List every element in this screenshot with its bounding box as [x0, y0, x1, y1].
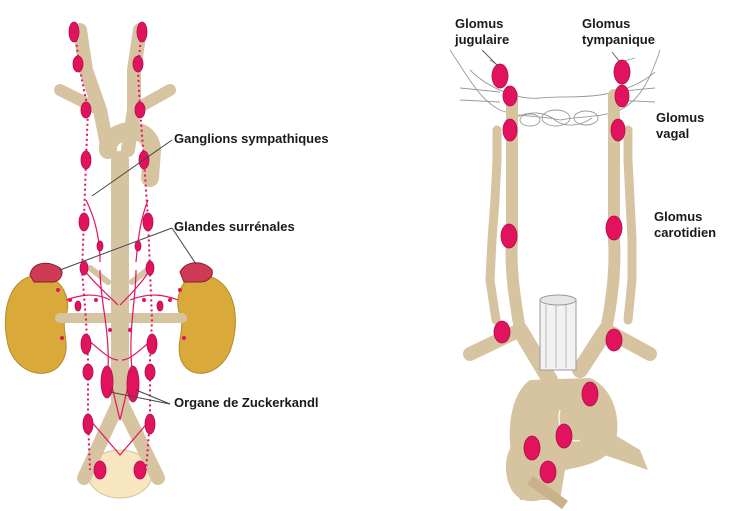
label-glomus-tympanique-line1: Glomus: [582, 16, 631, 31]
paraganglion: [581, 381, 599, 407]
right-kidney: [177, 274, 236, 374]
label-glomus-vagal-line1: Glomus: [656, 110, 705, 125]
glomus-carotidien-left: [500, 223, 518, 249]
left-adrenal-gland: [29, 262, 63, 283]
label-organe-de-zuckerkandl: Organe de Zuckerkandl: [174, 395, 319, 410]
glomus-carotidien-right: [605, 215, 623, 241]
label-glomus-jugulaire-line1: Glomus: [455, 16, 504, 31]
left-leader-lines: [59, 139, 197, 405]
skull-base-outline: [449, 49, 661, 127]
glomus-vagal-left: [502, 118, 518, 142]
zuckerkandl-organ-left: [100, 365, 114, 399]
glomus-jugulaire-body-lower: [502, 85, 518, 107]
glomus-tympanique-body: [613, 59, 631, 85]
left-anatomy-figure: [4, 21, 236, 499]
paraganglion: [539, 460, 557, 484]
label-ganglions-sympathiques: Ganglions sympathiques: [174, 131, 329, 146]
branch-vessel: [590, 420, 648, 470]
ganglion: [133, 460, 147, 480]
label-glomus-carotidien-line2: carotidien: [654, 225, 717, 240]
label-glomus-tympanique: Glomus tympanique: [582, 16, 655, 48]
glomus-jugulaire-body: [491, 63, 509, 89]
label-glomus-vagal: Glomus vagal: [656, 110, 704, 142]
right-leader-lines: [481, 49, 621, 67]
right-adrenal-gland: [179, 262, 213, 283]
glomus-bodies: [491, 59, 631, 484]
left-paraganglia: [68, 21, 164, 480]
ganglion: [145, 260, 155, 276]
paraganglion: [605, 328, 623, 352]
ganglion: [144, 363, 156, 381]
ganglion: [68, 21, 80, 43]
glomus-vagal-right: [610, 118, 626, 142]
ganglion: [93, 460, 107, 480]
paraganglion: [555, 423, 573, 449]
ganglion: [144, 413, 156, 435]
ganglion: [74, 300, 82, 312]
ganglion: [80, 333, 92, 355]
zuckerkandl-organ-right: [126, 365, 140, 403]
great-vessels: [54, 23, 187, 485]
descending-vessel: [527, 475, 568, 510]
ganglion: [96, 240, 104, 252]
ganglion: [82, 363, 94, 381]
label-glandes-surrenales: Glandes surrénales: [174, 219, 295, 234]
left-kidney: [4, 274, 69, 374]
label-glomus-vagal-line2: vagal: [656, 126, 690, 141]
plexus-nodes: [56, 288, 186, 340]
glomus-tympanique-body-lower: [614, 84, 630, 108]
ganglion: [82, 413, 94, 435]
label-glomus-carotidien-line1: Glomus: [654, 209, 703, 224]
right-anatomy-figure: [449, 49, 661, 510]
trachea: [539, 294, 577, 371]
ganglion: [132, 55, 144, 73]
label-glomus-jugulaire: Glomus jugulaire: [455, 16, 509, 48]
paraganglion: [493, 320, 511, 344]
ganglion: [80, 101, 92, 119]
ganglion: [134, 240, 142, 252]
ganglion: [146, 333, 158, 355]
ganglion: [79, 260, 89, 276]
sympathetic-chains: [73, 24, 154, 471]
paraganglion: [523, 435, 541, 461]
ganglion: [156, 300, 164, 312]
ganglion: [72, 55, 84, 73]
label-glomus-jugulaire-line2: jugulaire: [455, 32, 510, 47]
label-glomus-carotidien: Glomus carotidien: [654, 209, 716, 241]
label-glomus-tympanique-line2: tympanique: [582, 32, 655, 47]
ganglion: [136, 21, 148, 43]
ganglion: [134, 101, 146, 119]
ganglion: [80, 150, 92, 170]
ganglion: [142, 212, 154, 232]
ganglion: [78, 212, 90, 232]
